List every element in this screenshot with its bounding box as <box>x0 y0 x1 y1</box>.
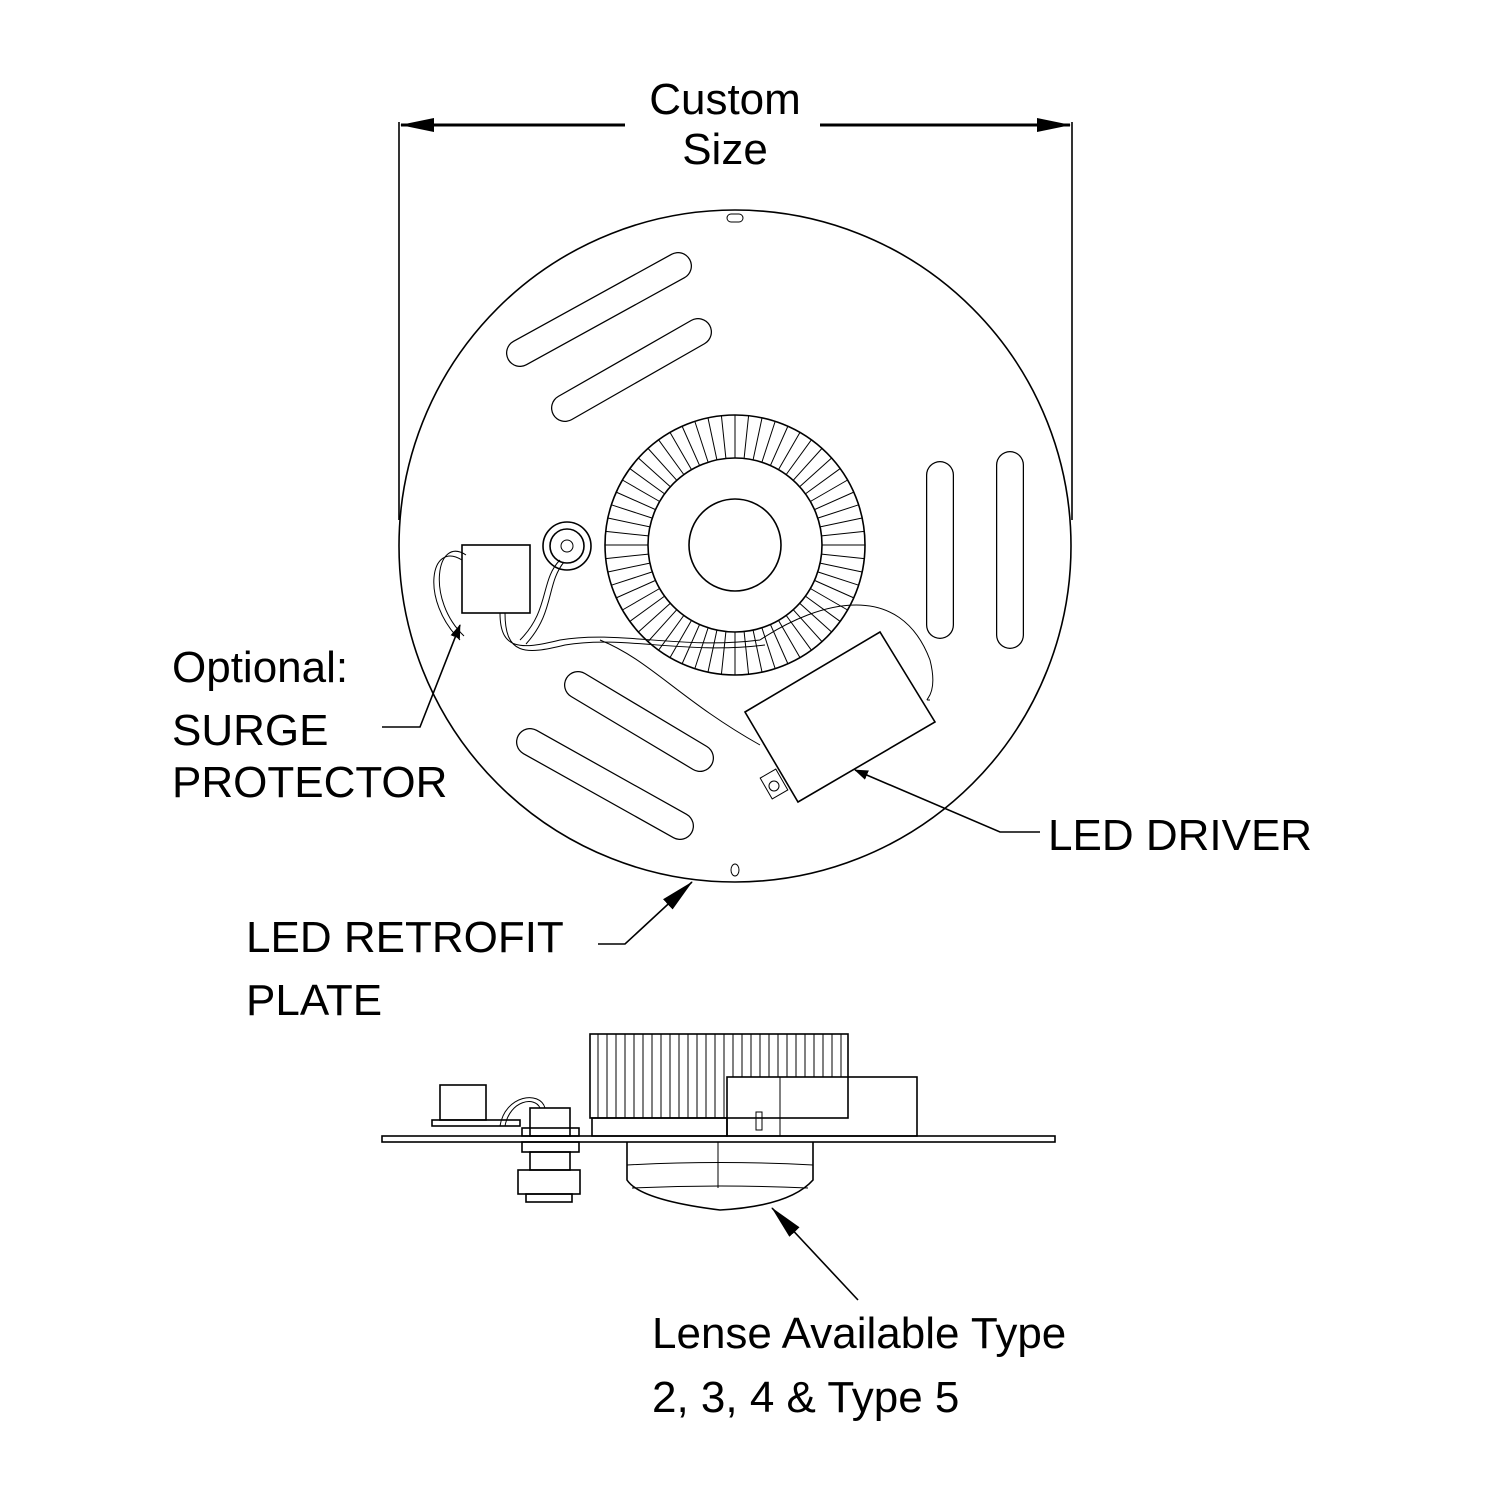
plate-label-line2: PLATE <box>246 976 382 1025</box>
heatsink-fin <box>778 432 801 470</box>
heatsink-fin <box>629 468 665 495</box>
dimension-custom-size: Custom Size <box>398 75 1073 520</box>
heatsink-fin <box>792 448 823 481</box>
heatsink-fin <box>805 595 841 622</box>
heatsink-fin <box>611 571 653 586</box>
surge-board <box>431 1119 521 1127</box>
heatsink-fin <box>819 562 863 573</box>
heatsink-fin <box>817 571 859 586</box>
heatsink-fin <box>622 479 660 502</box>
heatsink-fin <box>638 457 671 488</box>
heatsink-fin <box>799 457 832 488</box>
heatsink-fin <box>681 426 701 466</box>
heatsink-fin <box>638 602 671 633</box>
cable-gland <box>542 521 592 571</box>
leader-plate <box>598 881 693 945</box>
heatsink-fin <box>792 609 823 642</box>
heatsink-fin <box>817 504 859 519</box>
mount-hole-bottom <box>730 863 740 877</box>
heatsink-fin <box>658 615 685 651</box>
side-wires <box>499 1097 546 1127</box>
driver-side <box>726 1076 918 1137</box>
heatsink-fin <box>743 631 750 675</box>
heatsink-fin <box>805 468 841 495</box>
heatsink-fin <box>810 479 848 502</box>
heatsink-fin <box>669 432 692 470</box>
heatsink-fin <box>616 579 656 599</box>
heatsink-fin <box>616 491 656 511</box>
leader-lens <box>771 1207 859 1301</box>
driver-label: LED DRIVER <box>1048 811 1312 860</box>
heatsink-fin <box>761 627 776 669</box>
heatsink-fin <box>622 588 660 611</box>
heatsink-fin <box>607 562 651 573</box>
dimension-label-line1: Custom <box>649 75 801 124</box>
heatsink-fin <box>810 588 848 611</box>
heatsink-fin <box>785 615 812 651</box>
heatsink-fin <box>605 553 649 560</box>
retrofit-plate-top-view <box>398 209 1072 883</box>
heatsink-fin <box>720 631 727 675</box>
heatsink-top <box>604 414 866 676</box>
heatsink-fin <box>694 421 709 463</box>
heatsink-fin <box>752 629 763 673</box>
heatsink-fin <box>761 421 776 463</box>
heatsink-side <box>589 1033 849 1137</box>
heatsink-fin <box>821 553 865 560</box>
lens-label-line2: 2, 3, 4 & Type 5 <box>652 1373 959 1422</box>
heatsink-fin <box>611 504 653 519</box>
heatsink-fin <box>743 415 750 459</box>
led-driver-box <box>743 630 937 804</box>
cable-gland-side <box>517 1107 581 1203</box>
heatsink-fin <box>814 491 854 511</box>
heatsink-fin <box>605 530 649 537</box>
heatsink-fin <box>629 595 665 622</box>
leader-driver <box>854 769 1040 833</box>
heatsink-fin <box>814 579 854 599</box>
leader-surge <box>382 624 461 728</box>
wires <box>433 550 934 746</box>
heatsink-fin <box>769 624 789 664</box>
mount-hole-top <box>726 213 744 223</box>
heatsink-fin <box>752 417 763 461</box>
heatsink-fin <box>707 417 718 461</box>
driver-bolt <box>755 1111 763 1131</box>
heatsink-fin <box>707 629 718 673</box>
heatsink-fin <box>669 620 692 658</box>
lens-side <box>626 1142 814 1211</box>
plate-label-line1: LED RETROFIT <box>246 913 564 962</box>
surge-label-line3: PROTECTOR <box>172 758 447 807</box>
surge-label-line1: Optional: <box>172 643 348 692</box>
surge-protector-box <box>461 544 531 614</box>
plate-side <box>381 1135 1056 1143</box>
dimension-label-line2: Size <box>682 125 768 174</box>
lens-label-line1: Lense Available Type <box>652 1309 1066 1358</box>
heatsink-fin <box>681 624 701 664</box>
heatsink-fin <box>785 439 812 475</box>
heatsink-fin <box>769 426 789 466</box>
heatsink-fin <box>720 415 727 459</box>
heatsink-fin <box>694 627 709 669</box>
heatsink-fin <box>778 620 801 658</box>
heatsink-fin <box>819 517 863 528</box>
vent-slots <box>506 252 1024 840</box>
heatsink-fin <box>647 448 678 481</box>
heatsink-fin <box>658 439 685 475</box>
heatsink-fin <box>607 517 651 528</box>
plate-outline <box>398 209 1072 883</box>
heatsink-fin <box>647 609 678 642</box>
heatsink-fin <box>821 530 865 537</box>
surge-protector-side <box>439 1084 487 1121</box>
retrofit-plate-side-view <box>381 1033 1056 1211</box>
surge-label-line2: SURGE <box>172 706 328 755</box>
heatsink-fin <box>799 602 832 633</box>
